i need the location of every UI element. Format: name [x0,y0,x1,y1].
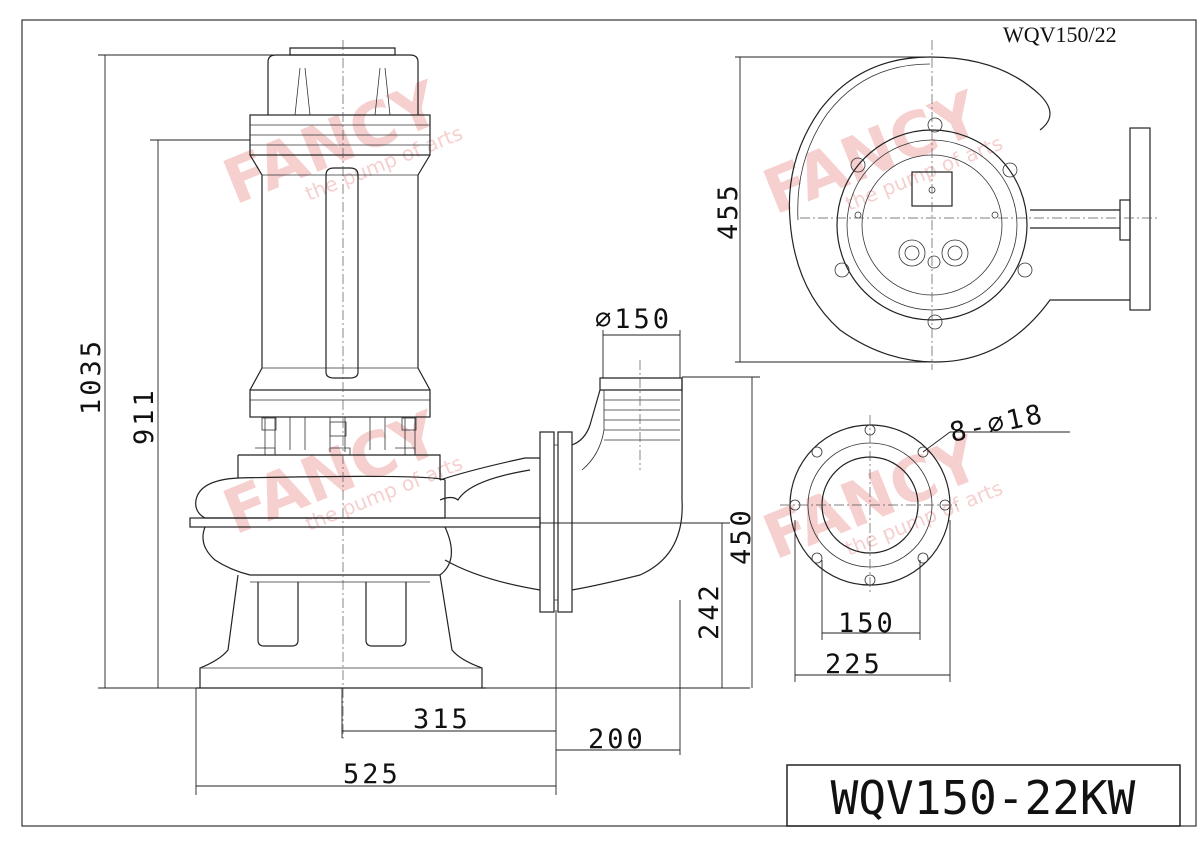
pump-top-view [788,40,1160,370]
dim-center-to-flange: 315 [413,704,471,735]
drawing-frame [21,19,1197,827]
dim-flange-center-height: 242 [694,582,725,640]
flange-view [780,415,1070,595]
title-model: WQV150-22KW [831,771,1136,825]
dim-flange-inner: 150 [838,608,896,639]
header-model-code: WQV150/22 [1003,22,1117,47]
pump-side-view [189,40,683,740]
dim-outlet-diameter: ⌀150 [595,304,672,335]
dim-motor-height: 911 [129,387,160,445]
dim-top-width: 455 [713,182,744,240]
dim-bolt-holes: 8-⌀18 [947,399,1048,449]
dimension-lines [98,54,951,795]
dim-flange-outer: 225 [825,649,883,680]
title-block [786,764,1181,827]
dim-total-height: 1035 [76,338,107,415]
dim-outlet-height: 450 [726,507,757,565]
dim-base-to-flange: 525 [343,759,401,790]
dim-flange-to-outlet: 200 [588,724,646,755]
